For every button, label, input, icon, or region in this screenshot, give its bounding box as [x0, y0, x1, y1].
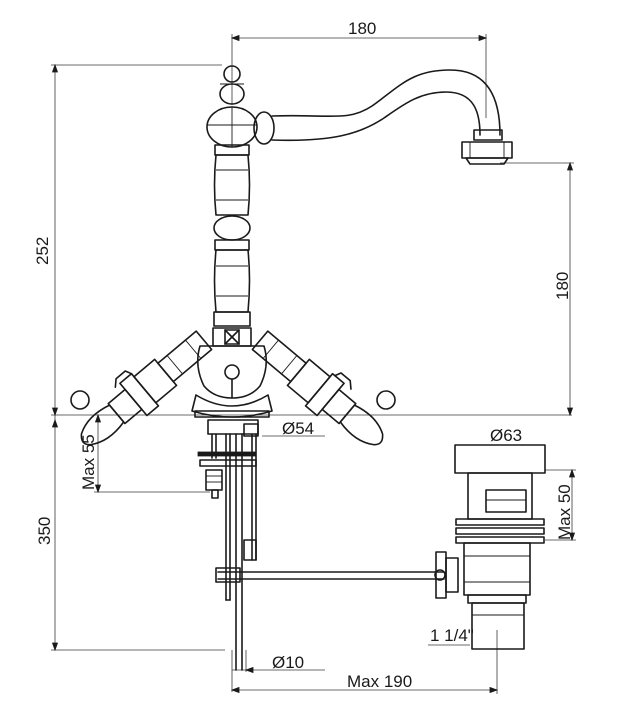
- left-handle-tip: [70, 390, 90, 410]
- right-handle: [251, 330, 384, 446]
- dim-waste-thread: 1 1/4": [430, 626, 474, 645]
- waste-assembly: [454, 444, 546, 650]
- dim-base-diameter: Ø54: [282, 419, 314, 438]
- right-handle-tip: [376, 390, 396, 410]
- faucet-column: [191, 65, 273, 418]
- dim-waste-max-height: Max 50: [555, 484, 574, 540]
- dim-rod-max-reach: Max 190: [347, 672, 412, 691]
- dim-total-height: 252: [33, 237, 52, 265]
- dim-rod-diameter: Ø10: [272, 653, 304, 672]
- underdeck-fixings: [197, 419, 259, 671]
- dim-spout-reach: 180: [348, 19, 376, 38]
- dim-waste-head-diameter: Ø63: [490, 426, 522, 445]
- dim-max-deck-thickness: Max 55: [79, 434, 98, 490]
- left-handle: [80, 330, 213, 446]
- pop-up-rod: [215, 551, 459, 599]
- dim-hose-length: 350: [35, 517, 54, 545]
- dim-spout-height: 180: [553, 272, 572, 300]
- spout: [253, 69, 513, 165]
